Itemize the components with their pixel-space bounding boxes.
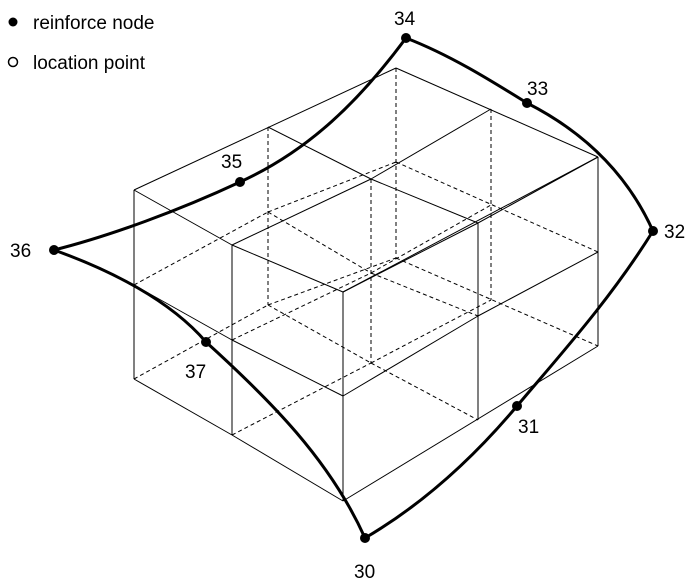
front-top-edge [231,244,344,293]
box-solid-edges [133,67,599,502]
hidden-mid-diag-f [267,211,372,274]
outer-left-bottom-edge [133,378,233,436]
node-label-36: 36 [10,241,31,262]
node-label-31: 31 [518,417,539,438]
front-bottom-edge [231,434,344,502]
hidden-mid-diag-e [370,204,492,274]
box-dashed-edges [133,68,599,436]
top-mid-divider-c [231,178,372,246]
outer-back-right-edge [395,67,599,158]
reinforce-node-legend-label: reinforce node [33,13,154,34]
node-37 [201,337,211,347]
side-mid-divider-c [342,315,479,397]
top-mid-divider-a [267,126,372,180]
node-34 [401,33,411,43]
right-upper-divider [477,156,599,224]
outer-bottom-right-edge [342,345,599,502]
hidden-mid-diag-d [231,272,372,341]
hidden-mid-diag-c [395,161,599,253]
node-35 [235,177,245,187]
outer-left-top-edge [133,189,233,246]
hidden-mid-diag-a [133,211,269,286]
front-mid-vertical [342,222,479,293]
top-mid-divider-b [370,178,479,224]
node-labels: 30 31 32 33 34 35 36 37 [10,9,685,582]
top-mid-divider-d [370,108,492,180]
node-31 [512,401,522,411]
outer-top-right-edge [342,156,599,293]
reinforce-node-legend-icon [8,17,18,27]
reinforcement-curves [52,36,655,540]
node-33 [522,98,532,108]
hidden-mid-diag-g [370,272,479,317]
hidden-bottom-b [267,257,397,306]
hidden-mid-diag-b [267,161,397,213]
node-label-35: 35 [221,152,242,173]
node-label-37: 37 [185,362,206,383]
location-point-legend-label: location point [33,53,146,74]
hidden-bottom-d [231,362,372,436]
side-mid-divider-b [231,339,344,397]
node-36 [49,245,59,255]
curve-32-to-34 [404,36,655,233]
node-label-30: 30 [354,562,375,582]
hidden-bottom-g [370,362,479,421]
node-30 [360,533,370,543]
hidden-bottom-a [133,304,269,380]
curve-30-to-32 [363,229,655,540]
curve-36-to-30 [52,248,367,540]
hidden-bottom-c [395,257,599,347]
node-label-34: 34 [394,9,416,30]
node-32 [648,226,658,236]
location-point-legend-icon [7,56,19,68]
legend: reinforce node location point [7,13,154,74]
outer-back-left-edge [133,67,397,191]
node-label-33: 33 [527,79,548,100]
node-label-32: 32 [664,222,685,243]
hidden-bottom-e [370,299,492,364]
reinforce-nodes [49,33,658,543]
hidden-bottom-f [267,304,372,364]
side-mid-divider-d [477,251,599,317]
